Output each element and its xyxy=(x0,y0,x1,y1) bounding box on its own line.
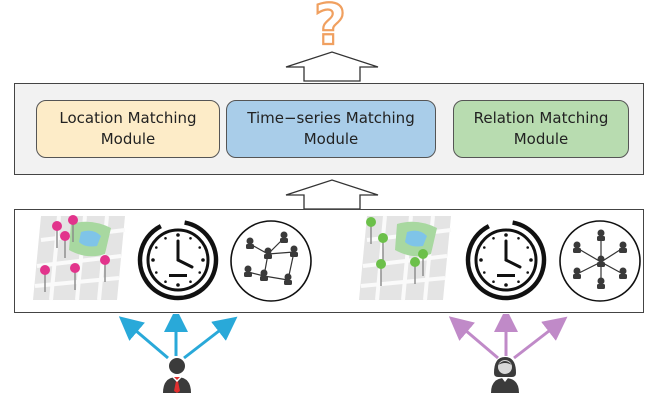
location-module-line2: Module xyxy=(100,130,156,148)
map-left-icon xyxy=(31,214,127,302)
relation-module-line2: Module xyxy=(513,130,569,148)
time-series-module-line1: Time−series Matching xyxy=(247,109,415,127)
question-mark: ? xyxy=(305,0,355,54)
network-left-icon xyxy=(228,218,314,304)
clock-left-icon xyxy=(137,219,219,301)
female-user-icon xyxy=(488,355,522,395)
relation-module-line1: Relation Matching xyxy=(473,109,609,127)
male-user-icon xyxy=(160,355,194,395)
right-map-pins xyxy=(366,217,428,286)
right-user-arrows xyxy=(436,314,576,364)
location-module-line1: Location Matching xyxy=(59,109,197,127)
time-series-module-line2: Module xyxy=(303,130,359,148)
question-mark-text: ? xyxy=(314,0,346,54)
up-arrow-middle xyxy=(284,178,380,210)
network-right-icon xyxy=(557,218,643,304)
left-user-arrows xyxy=(110,314,250,364)
relation-matching-module: Relation Matching Module xyxy=(453,100,629,158)
up-arrow-top xyxy=(284,50,380,82)
left-map-pins xyxy=(40,215,110,292)
time-series-matching-module: Time−series Matching Module xyxy=(226,100,436,158)
location-matching-module: Location Matching Module xyxy=(36,100,220,158)
clock-right-icon xyxy=(465,219,547,301)
map-right-icon xyxy=(357,214,453,302)
